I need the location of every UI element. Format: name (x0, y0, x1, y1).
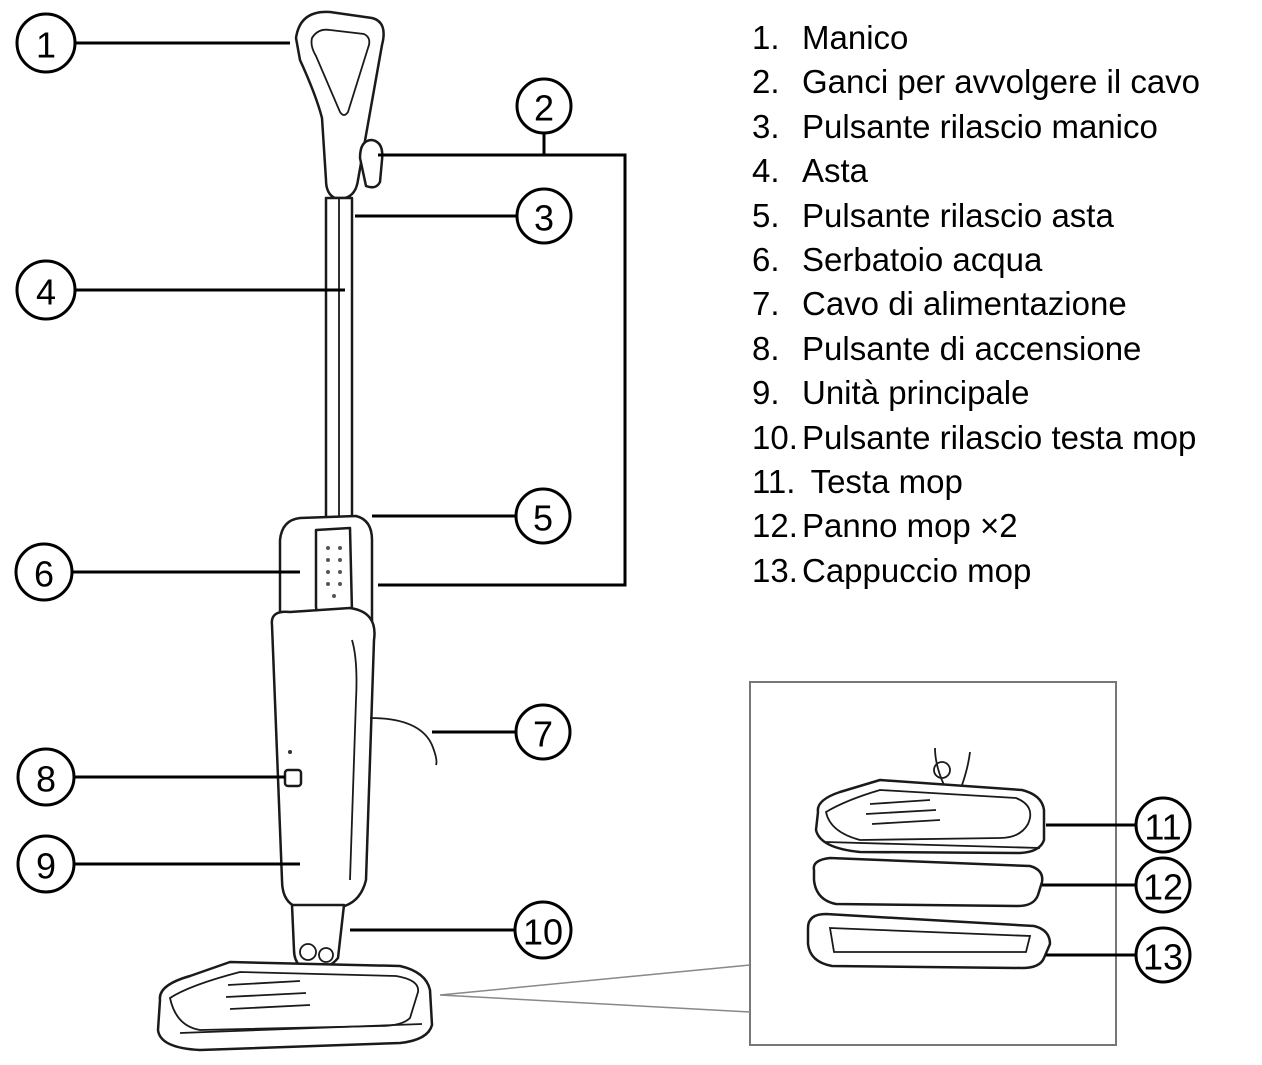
callout-7: 7 (514, 703, 572, 761)
power-button-drawing (283, 768, 303, 788)
cord-hook-drawing (358, 138, 384, 189)
callout-8: 8 (16, 747, 76, 807)
callout-number: 13 (1143, 937, 1183, 978)
legend-item: 2. Ganci per avvolgere il cavo (752, 60, 1200, 104)
legend-item: 8. Pulsante di accensione (752, 327, 1200, 371)
legend-label: Pulsante rilascio manico (802, 107, 1158, 145)
inset-detail (439, 681, 1117, 1046)
legend-number: 11. (752, 463, 796, 501)
legend-label: Ganci per avvolgere il cavo (802, 63, 1201, 101)
legend-number: 4. (752, 152, 780, 190)
callout-2: 2 (515, 77, 573, 135)
callout-number: 12 (1143, 867, 1183, 908)
legend-item: 4. Asta (752, 149, 1200, 193)
legend-label: Cappuccio mop (802, 551, 1032, 589)
callout-number: 3 (534, 198, 554, 239)
callout-11: 11 (1134, 796, 1192, 854)
callout-number: 2 (534, 88, 554, 129)
callout-12: 12 (1134, 856, 1192, 914)
legend-number: 12. (752, 507, 798, 545)
legend-number: 10. (752, 418, 798, 456)
legend-number: 7. (752, 285, 780, 323)
callout-number: 7 (533, 714, 553, 755)
callout-6: 6 (14, 542, 74, 602)
steam-mop-illustration (156, 10, 438, 1052)
legend-item: 6. Serbatoio acqua (752, 238, 1200, 282)
legend-number: 3. (752, 107, 780, 145)
legend-number: 13. (752, 551, 798, 589)
callout-number: 9 (36, 846, 56, 887)
legend-label: Serbatoio acqua (802, 241, 1043, 279)
mop-head-exploded (814, 778, 1046, 855)
legend-label: Testa mop (802, 463, 963, 501)
callout-number: 6 (34, 554, 54, 595)
power-cord-drawing (369, 717, 438, 766)
callout-3: 3 (515, 187, 573, 245)
callout-number: 5 (533, 498, 553, 539)
legend-item: 1. Manico (752, 16, 1200, 60)
callout-number: 10 (523, 912, 563, 953)
legend-number: 2. (752, 63, 780, 101)
callout-number: 1 (36, 25, 56, 66)
callout-number: 11 (1144, 807, 1181, 848)
inset-frame (749, 681, 1117, 1046)
main-unit-drawing (270, 606, 376, 910)
callout-1: 1 (15, 12, 77, 74)
callout-13: 13 (1134, 926, 1192, 984)
callout-9: 9 (16, 834, 76, 894)
callout-number: 4 (36, 272, 56, 313)
legend-item: 9. Unità principale (752, 371, 1200, 415)
legend-label: Pulsante di accensione (802, 329, 1142, 367)
parts-legend: 1. Manico 2. Ganci per avvolgere il cavo 3… (752, 16, 1200, 593)
legend-label: Panno mop ×2 (802, 507, 1018, 545)
legend-number: 5. (752, 196, 780, 234)
legend-item: 7. Cavo di alimentazione (752, 282, 1200, 326)
legend-label: Unità principale (802, 374, 1030, 412)
legend-item: 5. Pulsante rilascio asta (752, 194, 1200, 238)
legend-label: Pulsante rilascio asta (802, 196, 1114, 234)
legend-item: 12.Panno mop ×2 (752, 504, 1200, 548)
mop-cap-exploded (806, 912, 1052, 970)
callout-4: 4 (15, 259, 77, 321)
legend-item: 13.Cappuccio mop (752, 549, 1200, 593)
legend-label: Manico (802, 19, 909, 56)
callout-number: 8 (36, 759, 56, 800)
mop-cloth-exploded (812, 856, 1044, 908)
legend-label: Asta (802, 152, 869, 190)
legend-item: 10.Pulsante rilascio testa mop (752, 416, 1200, 460)
leader-lines (72, 41, 1136, 957)
callout-5: 5 (514, 487, 572, 545)
legend-number: 1. (752, 19, 780, 56)
legend-number: 9. (752, 374, 780, 412)
legend-number: 8. (752, 329, 780, 367)
legend-item: 11. Testa mop (752, 460, 1200, 504)
legend-number: 6. (752, 241, 780, 279)
callout-10: 10 (513, 900, 573, 960)
inset-zoom-lines (439, 964, 751, 1013)
legend-label: Pulsante rilascio testa mop (802, 418, 1197, 456)
legend-item: 3. Pulsante rilascio manico (752, 105, 1200, 149)
legend-label: Cavo di alimentazione (802, 285, 1127, 323)
